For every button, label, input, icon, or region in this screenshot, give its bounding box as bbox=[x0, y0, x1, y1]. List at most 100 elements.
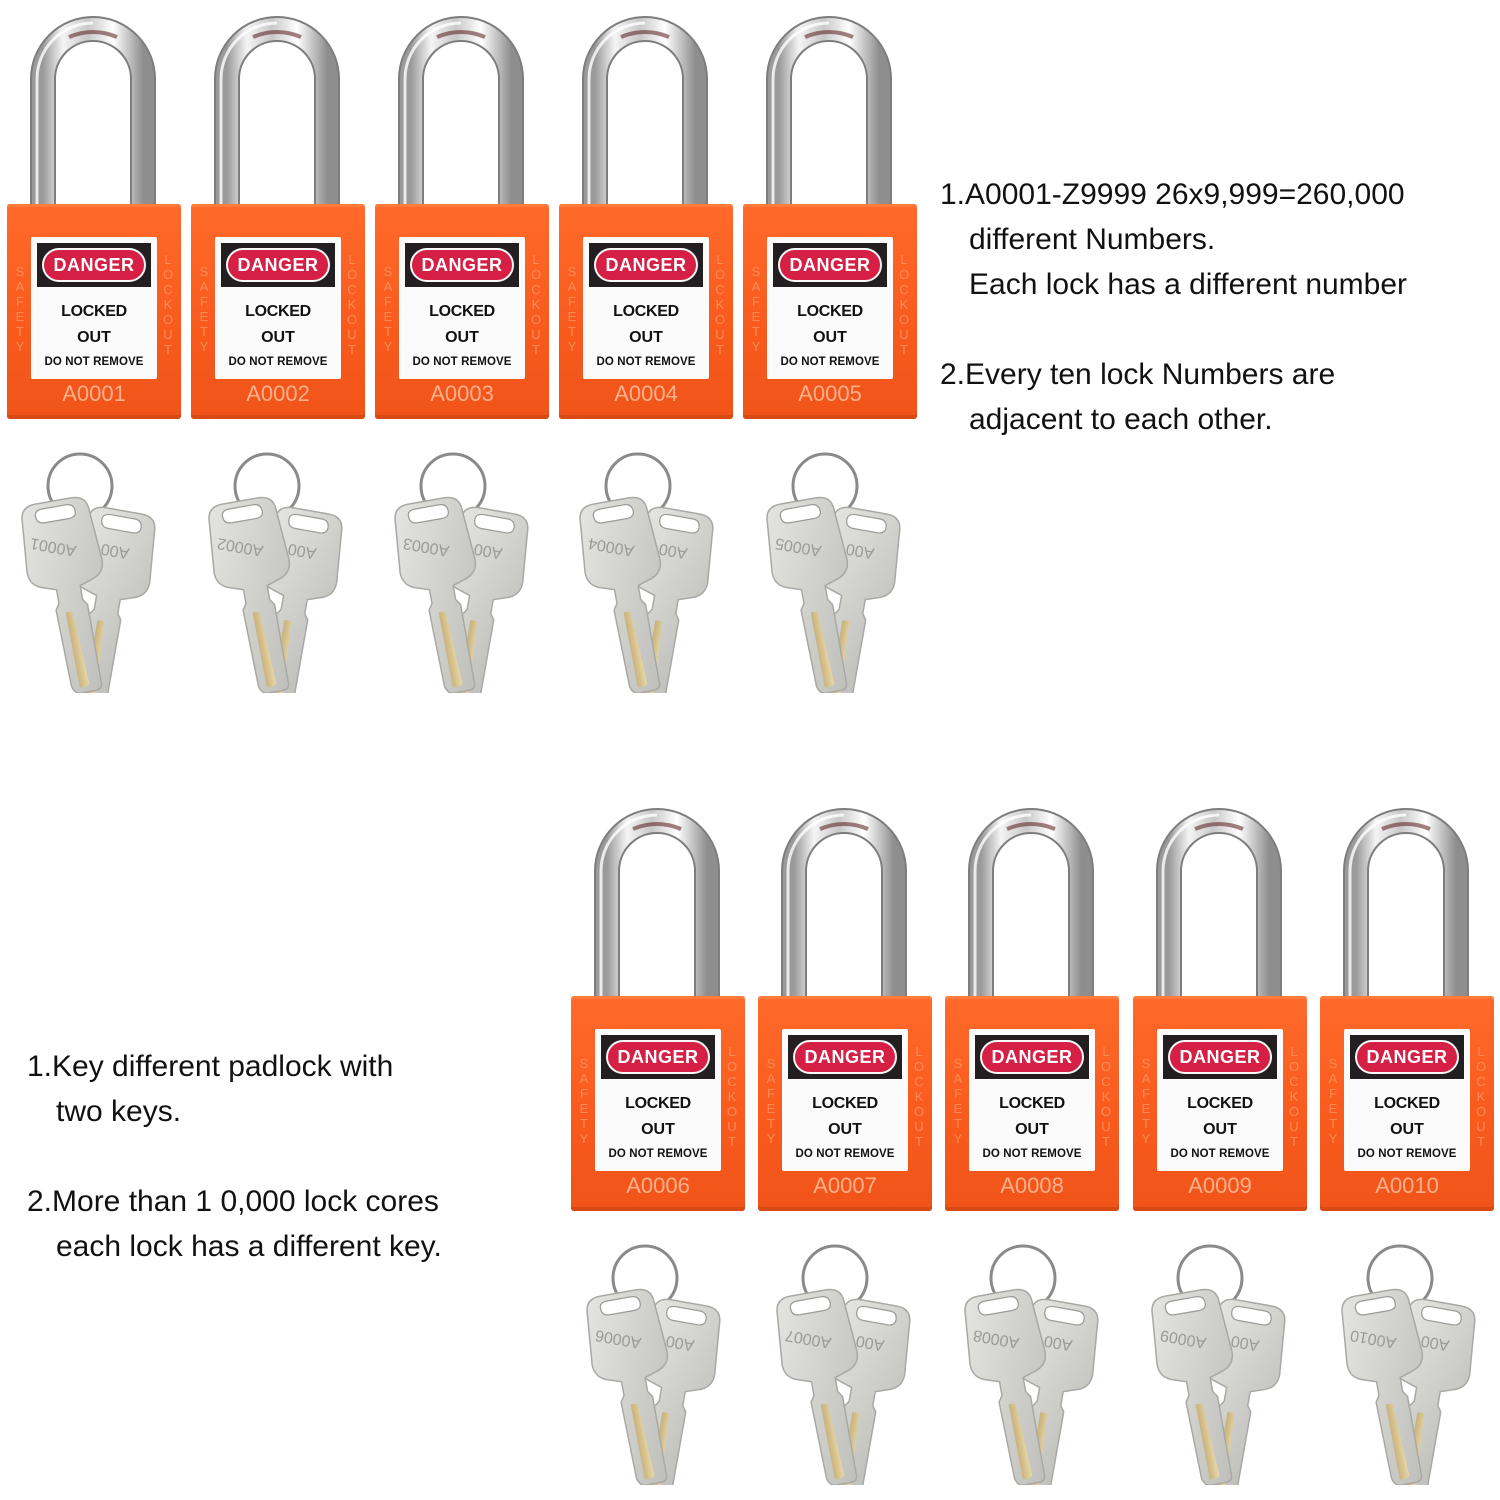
side-text-lockout: LOCKOUT bbox=[1288, 1044, 1300, 1149]
desc-line: two keys. bbox=[56, 1095, 182, 1128]
out-text: OUT bbox=[828, 1121, 862, 1138]
key-pair-icon: A0001 A00 bbox=[14, 452, 162, 693]
do-not-remove-text: DO NOT REMOVE bbox=[1170, 1148, 1270, 1160]
key-pair-icon: A0004 A00 bbox=[572, 452, 720, 693]
do-not-remove-text: DO NOT REMOVE bbox=[608, 1148, 708, 1160]
do-not-remove-text: DO NOT REMOVE bbox=[982, 1148, 1082, 1160]
key-pair-icon: A0008 A00 bbox=[957, 1244, 1105, 1485]
shackle-icon bbox=[765, 15, 893, 215]
locked-text: LOCKED bbox=[245, 303, 311, 320]
shackle-icon bbox=[593, 807, 721, 1007]
padlock: SAFETY LOCKOUT DANGER LOCKED OUT DO NOT … bbox=[758, 807, 932, 1211]
padlock-body: SAFETY LOCKOUT DANGER LOCKED OUT DO NOT … bbox=[758, 996, 932, 1211]
out-text: OUT bbox=[641, 1121, 675, 1138]
side-text-lockout: LOCKOUT bbox=[162, 252, 174, 357]
out-text: OUT bbox=[77, 329, 111, 346]
desc-line: each lock has a different key. bbox=[56, 1230, 442, 1263]
side-text-lockout: LOCKOUT bbox=[346, 252, 358, 357]
shackle-icon bbox=[213, 15, 341, 215]
do-not-remove-text: DO NOT REMOVE bbox=[44, 356, 144, 368]
padlock-body: SAFETY LOCKOUT DANGER LOCKED OUT DO NOT … bbox=[743, 204, 917, 419]
danger-tag: DANGER LOCKED OUT DO NOT REMOVE bbox=[1344, 1029, 1470, 1171]
side-text-lockout: LOCKOUT bbox=[1100, 1044, 1112, 1149]
danger-tag: DANGER LOCKED OUT DO NOT REMOVE bbox=[782, 1029, 908, 1171]
lock-number: A0001 bbox=[62, 381, 126, 406]
padlock: SAFETY LOCKOUT DANGER LOCKED OUT DO NOT … bbox=[743, 15, 917, 419]
padlock: SAFETY LOCKOUT DANGER LOCKED OUT DO NOT … bbox=[945, 807, 1119, 1211]
out-text: OUT bbox=[629, 329, 663, 346]
locked-text: LOCKED bbox=[1374, 1095, 1440, 1112]
svg-text:A00: A00 bbox=[855, 1332, 886, 1354]
padlock-body: SAFETY LOCKOUT DANGER LOCKED OUT DO NOT … bbox=[1320, 996, 1494, 1211]
lock-number: A0006 bbox=[626, 1173, 690, 1198]
danger-tag: DANGER LOCKED OUT DO NOT REMOVE bbox=[595, 1029, 721, 1171]
desc-line: adjacent to each other. bbox=[969, 403, 1273, 436]
lock-number: A0009 bbox=[1188, 1173, 1252, 1198]
padlock-body: SAFETY LOCKOUT DANGER LOCKED OUT DO NOT … bbox=[191, 204, 365, 419]
desc-line: 1.Key different padlock with bbox=[27, 1050, 394, 1083]
danger-tag: DANGER LOCKED OUT DO NOT REMOVE bbox=[399, 237, 525, 379]
locked-text: LOCKED bbox=[999, 1095, 1065, 1112]
padlock-body: SAFETY LOCKOUT DANGER LOCKED OUT DO NOT … bbox=[559, 204, 733, 419]
danger-tag: DANGER LOCKED OUT DO NOT REMOVE bbox=[215, 237, 341, 379]
side-text-lockout: LOCKOUT bbox=[898, 252, 910, 357]
key-pair-icon: A0006 A00 bbox=[579, 1244, 727, 1485]
key-pair-icon: A0007 A00 bbox=[769, 1244, 917, 1485]
key-pair-icon: A0010 A00 bbox=[1334, 1244, 1482, 1485]
do-not-remove-text: DO NOT REMOVE bbox=[412, 356, 512, 368]
desc-line: different Numbers. bbox=[969, 223, 1216, 256]
desc-line: 2.More than 1 0,000 lock cores bbox=[27, 1185, 439, 1218]
padlock-body: SAFETY LOCKOUT DANGER LOCKED OUT DO NOT … bbox=[945, 996, 1119, 1211]
do-not-remove-text: DO NOT REMOVE bbox=[596, 356, 696, 368]
out-text: OUT bbox=[445, 329, 479, 346]
shackle-icon bbox=[29, 15, 157, 215]
shackle-icon bbox=[1342, 807, 1470, 1007]
side-text-safety: SAFETY bbox=[751, 264, 761, 354]
danger-header: DANGER bbox=[980, 1040, 1084, 1074]
side-text-safety: SAFETY bbox=[579, 1056, 589, 1146]
lock-number: A0005 bbox=[798, 381, 862, 406]
key-pair-icon: A0002 A00 bbox=[201, 452, 349, 693]
danger-tag: DANGER LOCKED OUT DO NOT REMOVE bbox=[583, 237, 709, 379]
desc-line: 2.Every ten lock Numbers are bbox=[940, 358, 1336, 391]
desc-line: 1.A0001-Z9999 26x9,999=260,000 bbox=[940, 178, 1405, 211]
shackle-icon bbox=[1155, 807, 1283, 1007]
svg-text:A00: A00 bbox=[473, 540, 504, 562]
side-text-safety: SAFETY bbox=[1328, 1056, 1338, 1146]
side-text-lockout: LOCKOUT bbox=[726, 1044, 738, 1149]
out-text: OUT bbox=[261, 329, 295, 346]
danger-tag: DANGER LOCKED OUT DO NOT REMOVE bbox=[767, 237, 893, 379]
desc-line: Each lock has a different number bbox=[969, 268, 1408, 301]
locked-text: LOCKED bbox=[797, 303, 863, 320]
svg-text:A00: A00 bbox=[658, 540, 689, 562]
key-pair-icon: A0003 A00 bbox=[387, 452, 535, 693]
do-not-remove-text: DO NOT REMOVE bbox=[795, 1148, 895, 1160]
locked-text: LOCKED bbox=[1187, 1095, 1253, 1112]
side-text-lockout: LOCKOUT bbox=[913, 1044, 925, 1149]
lock-number: A0007 bbox=[813, 1173, 877, 1198]
shackle-icon bbox=[397, 15, 525, 215]
padlock: SAFETY LOCKOUT DANGER LOCKED OUT DO NOT … bbox=[559, 15, 733, 419]
side-text-lockout: LOCKOUT bbox=[530, 252, 542, 357]
svg-text:A00: A00 bbox=[665, 1332, 696, 1354]
svg-text:A00: A00 bbox=[287, 540, 318, 562]
side-text-safety: SAFETY bbox=[15, 264, 25, 354]
padlock: SAFETY LOCKOUT DANGER LOCKED OUT DO NOT … bbox=[7, 15, 181, 419]
svg-text:A00: A00 bbox=[845, 540, 876, 562]
svg-text:A00: A00 bbox=[1230, 1332, 1261, 1354]
svg-text:A00: A00 bbox=[1420, 1332, 1451, 1354]
side-text-safety: SAFETY bbox=[199, 264, 209, 354]
padlock-body: SAFETY LOCKOUT DANGER LOCKED OUT DO NOT … bbox=[7, 204, 181, 419]
svg-text:A00: A00 bbox=[100, 540, 131, 562]
danger-header: DANGER bbox=[1355, 1040, 1459, 1074]
shackle-icon bbox=[967, 807, 1095, 1007]
padlock-body: SAFETY LOCKOUT DANGER LOCKED OUT DO NOT … bbox=[571, 996, 745, 1211]
side-text-safety: SAFETY bbox=[567, 264, 577, 354]
danger-tag: DANGER LOCKED OUT DO NOT REMOVE bbox=[31, 237, 157, 379]
side-text-lockout: LOCKOUT bbox=[1475, 1044, 1487, 1149]
danger-header: DANGER bbox=[594, 248, 698, 282]
lock-number: A0008 bbox=[1000, 1173, 1064, 1198]
padlock: SAFETY LOCKOUT DANGER LOCKED OUT DO NOT … bbox=[1133, 807, 1307, 1211]
danger-tag: DANGER LOCKED OUT DO NOT REMOVE bbox=[1157, 1029, 1283, 1171]
side-text-safety: SAFETY bbox=[766, 1056, 776, 1146]
